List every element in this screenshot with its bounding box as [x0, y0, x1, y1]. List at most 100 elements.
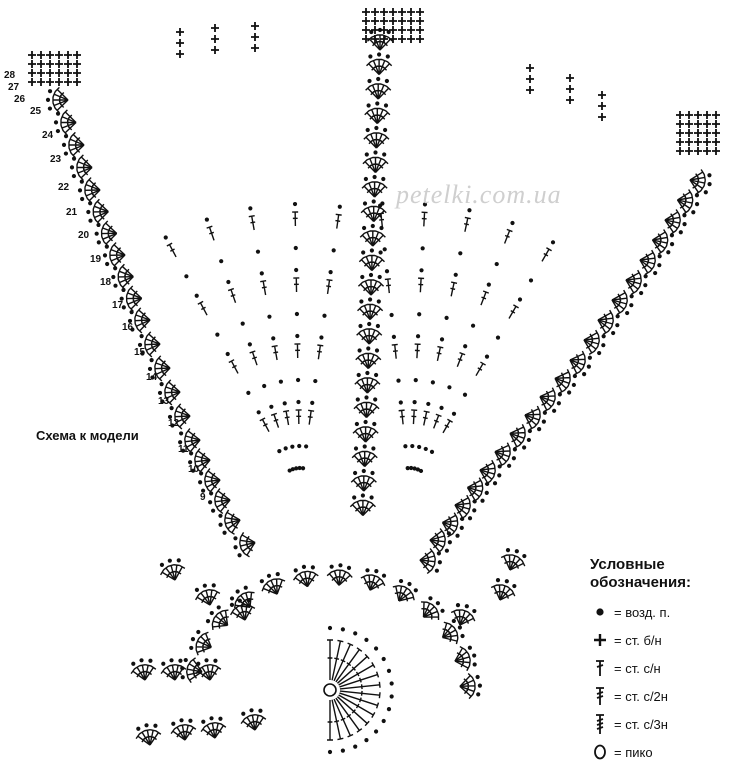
chain-stitch — [194, 293, 199, 298]
chain-stitch — [682, 222, 687, 227]
chain-stitch — [267, 314, 272, 319]
chain-stitch — [121, 287, 126, 293]
chain-stitch — [297, 443, 302, 449]
chain-stitch — [364, 152, 369, 157]
chain-stitch — [194, 587, 200, 592]
single-crochet-stitch — [407, 35, 415, 43]
single-crochet-stitch — [389, 35, 397, 43]
chain-stitch — [211, 583, 216, 588]
double-crochet-stitch — [94, 198, 109, 213]
single-crochet-stitch — [676, 147, 684, 155]
row-number: 28 — [4, 70, 16, 81]
single-crochet-stitch — [398, 26, 406, 34]
chain-stitch — [486, 282, 491, 287]
chain-stitch — [407, 581, 412, 587]
double-crochet-stitch — [227, 287, 237, 304]
double-crochet-stitch — [375, 134, 390, 149]
single-crochet-stitch — [362, 35, 370, 43]
chain-stitch — [537, 427, 542, 432]
chain-stitch — [215, 332, 220, 337]
chain-stitch — [104, 244, 109, 249]
chain-stitch — [514, 549, 519, 554]
single-crochet-stitch — [694, 147, 702, 155]
chain-stitch — [167, 414, 173, 420]
chain-stitch — [287, 468, 292, 473]
single-crochet-stitch — [389, 26, 397, 34]
chain-stitch — [460, 516, 465, 522]
chain-stitch — [209, 716, 214, 721]
single-crochet-stitch — [416, 17, 424, 25]
chain-stitch — [136, 726, 141, 731]
double-crochet-stitch — [369, 306, 384, 320]
chain-stitch — [249, 708, 254, 713]
chain-stitch — [367, 78, 372, 84]
chart-caption: Схема к модели — [36, 428, 139, 443]
double-crochet-stitch — [249, 350, 258, 366]
double-crochet-stitch — [248, 215, 256, 231]
single-crochet-stitch — [712, 129, 720, 137]
chain-stitch — [475, 674, 480, 680]
double-crochet-stitch — [363, 477, 377, 492]
row-number: 21 — [66, 207, 78, 218]
chain-stitch — [340, 748, 345, 753]
chain-stitch — [243, 585, 248, 590]
chain-stitch — [71, 156, 77, 161]
double-crochet-stitch — [509, 424, 526, 434]
chain-stitch — [615, 323, 620, 328]
chain-stitch — [476, 692, 481, 697]
single-crochet-stitch — [694, 138, 702, 146]
row-number: 10 — [188, 464, 200, 475]
single-crochet-stitch — [416, 35, 424, 43]
chain-stitch — [682, 213, 687, 218]
chain-stitch — [494, 261, 499, 267]
chain-stitch — [447, 540, 452, 545]
chain-stitch — [297, 465, 302, 471]
chain-stitch — [331, 248, 336, 253]
double-crochet-stitch — [338, 572, 353, 586]
chain-stitch — [189, 451, 194, 456]
chain-stitch — [322, 313, 327, 318]
chain-stitch — [391, 334, 397, 339]
chain-stitch — [694, 193, 700, 198]
double-crochet-stitch — [335, 647, 363, 683]
double-crochet-stitch — [365, 404, 380, 418]
chain-stitch — [233, 545, 238, 550]
row-number: 12 — [168, 418, 180, 429]
single-crochet-stitch — [676, 129, 684, 137]
double-crochet-stitch — [295, 409, 302, 425]
single-crochet-stitch — [694, 129, 702, 137]
chain-stitch — [374, 348, 380, 353]
chain-stitch — [413, 378, 418, 383]
single-crochet-stitch — [55, 60, 63, 68]
double-crochet-stitch — [480, 290, 490, 306]
double-crochet-stitch — [339, 671, 380, 688]
chain-stitch — [373, 150, 378, 155]
single-crochet-stitch — [37, 51, 45, 59]
row-number: 15 — [134, 347, 146, 358]
chain-stitch — [415, 467, 420, 472]
chain-stitch — [428, 596, 433, 601]
single-crochet-stitch — [371, 35, 379, 43]
chain-stitch — [353, 744, 358, 749]
chain-stitch — [363, 176, 369, 182]
single-crochet-stitch — [28, 69, 36, 77]
double-crochet-stitch — [422, 410, 430, 426]
chain-stitch — [219, 259, 224, 264]
legend-label: = ст. б/н — [614, 632, 662, 648]
single-crochet-stitch — [28, 51, 36, 59]
double-crochet-stitch — [370, 281, 385, 296]
chain-stitch — [703, 190, 708, 195]
chain-stitch — [382, 152, 387, 157]
chain-stitch — [310, 400, 315, 405]
double-crochet-stitch — [292, 211, 299, 227]
chain-stitch — [398, 578, 404, 584]
chain-stitch — [413, 588, 418, 593]
chain-stitch — [55, 111, 61, 116]
chain-stitch — [113, 283, 118, 288]
chain-stitch — [484, 354, 490, 359]
chain-stitch — [148, 658, 153, 663]
chain-stitch — [80, 196, 85, 202]
chain-stitch — [364, 738, 369, 743]
chain-stitch — [216, 605, 221, 610]
legend-label: = ст. с/3н — [614, 716, 668, 732]
